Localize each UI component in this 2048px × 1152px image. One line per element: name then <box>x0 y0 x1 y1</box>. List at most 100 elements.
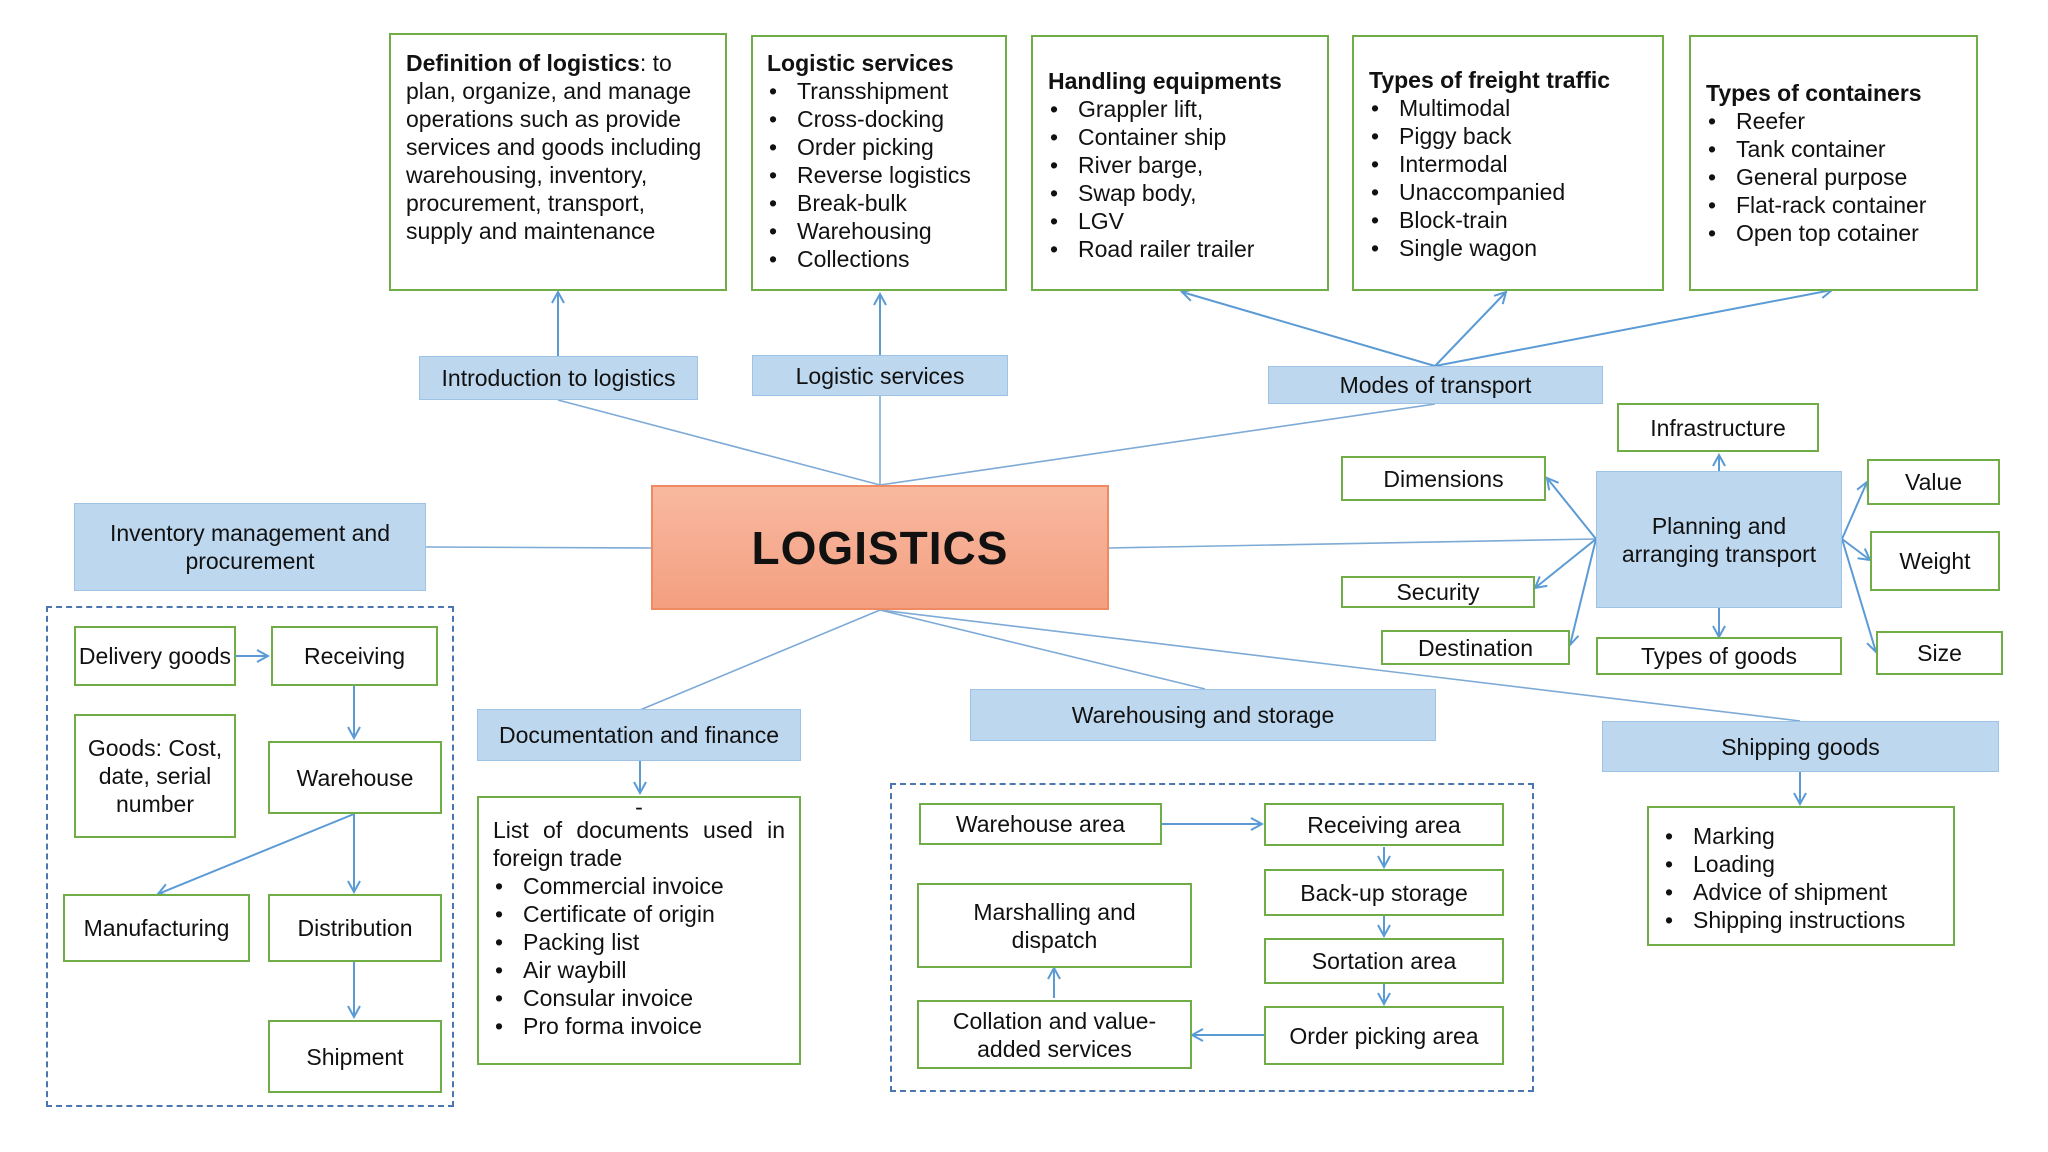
sortation-area: Sortation area <box>1264 938 1504 984</box>
warehouse-flow-frame <box>890 783 1534 1092</box>
topic-logistic-services: Logistic services <box>752 355 1008 396</box>
edge-center-inventory <box>425 546 652 549</box>
topic-modes-of-transport: Modes of transport <box>1268 366 1603 404</box>
topic-shipping: Shipping goods <box>1602 721 1999 772</box>
documents-box: - List of documents used in foreign trad… <box>477 796 801 1065</box>
planning-security: Security <box>1341 576 1535 608</box>
planning-value: Value <box>1867 459 2000 505</box>
list-item: Grappler lift, <box>1048 95 1312 123</box>
list-item: Marking <box>1663 822 1939 850</box>
list-item: Piggy back <box>1369 122 1647 150</box>
topic-documentation-label: Documentation and finance <box>498 722 780 748</box>
list-item: Multimodal <box>1369 94 1647 122</box>
edge-center-warehousing <box>879 609 1206 690</box>
planning-dimensions-label: Dimensions <box>1383 465 1504 492</box>
planning-destination: Destination <box>1381 630 1570 665</box>
inventory-delivery-goods-label: Delivery goods <box>78 643 232 669</box>
inventory-warehouse: Warehouse <box>268 741 442 814</box>
list-item: Commercial invoice <box>493 872 785 900</box>
receiving-area: Receiving area <box>1264 803 1504 846</box>
list-item: Order picking <box>767 133 991 161</box>
list-item: Pro forma invoice <box>493 1012 785 1040</box>
list-item: Air waybill <box>493 956 785 984</box>
planning-infrastructure-label: Infrastructure <box>1650 414 1786 441</box>
inventory-warehouse-label: Warehouse <box>296 764 414 791</box>
list-item: Tank container <box>1706 135 1961 163</box>
topic-shipping-label: Shipping goods <box>1721 733 1880 760</box>
arrow-warehouse-manufacturing <box>158 813 355 894</box>
topic-inventory-label: Inventory management and procurement <box>109 520 390 574</box>
inventory-distribution-label: Distribution <box>297 915 413 941</box>
order-picking-area: Order picking area <box>1264 1006 1504 1065</box>
list-item: Open top cotainer <box>1706 219 1961 247</box>
topic-logistic-services-label: Logistic services <box>795 362 965 389</box>
order-picking-area-label: Order picking area <box>1289 1022 1479 1049</box>
topic-planning-label: Planning and arranging transport <box>1621 512 1817 567</box>
list-item: Block-train <box>1369 206 1647 234</box>
topic-planning: Planning and arranging transport <box>1596 471 1842 608</box>
logistic-services-box: Logistic services Transshipment Cross-do… <box>751 35 1007 291</box>
topic-warehousing-label: Warehousing and storage <box>1071 702 1335 728</box>
edge-center-planning <box>1108 538 1597 549</box>
handling-equipments-box: Handling equipments Grappler lift, Conta… <box>1031 35 1329 291</box>
center-title: LOGISTICS <box>751 521 1009 574</box>
arrow-transport-freight <box>1434 292 1506 367</box>
list-item: Collections <box>767 245 991 273</box>
list-item: Unaccompanied <box>1369 178 1647 206</box>
warehouse-area-label: Warehouse area <box>955 811 1126 837</box>
marshalling-dispatch-label: Marshalling and dispatch <box>973 898 1136 953</box>
inventory-delivery-goods: Delivery goods <box>74 626 236 686</box>
marshalling-dispatch: Marshalling and dispatch <box>917 883 1192 968</box>
definition-box: Definition of logistics: to plan, organi… <box>389 33 727 291</box>
list-item: General purpose <box>1706 163 1961 191</box>
list-item: Container ship <box>1048 123 1312 151</box>
definition-term: Definition of logistics <box>406 50 640 76</box>
list-item: Break-bulk <box>767 189 991 217</box>
planning-weight: Weight <box>1870 531 2000 591</box>
topic-modes-of-transport-label: Modes of transport <box>1339 372 1532 398</box>
arrow-planning-size <box>1841 538 1876 652</box>
collation-services-label: Collation and value-added services <box>952 1007 1157 1062</box>
list-item: Transshipment <box>767 77 991 105</box>
arrow-planning-value <box>1841 482 1867 540</box>
backup-storage: Back-up storage <box>1264 869 1504 916</box>
topic-documentation: Documentation and finance <box>477 709 801 761</box>
arrow-planning-security <box>1535 538 1597 588</box>
arrow-transport-handling <box>1182 292 1436 367</box>
arrow-planning-weight <box>1841 538 1870 560</box>
backup-storage-label: Back-up storage <box>1300 879 1468 906</box>
arrow-transport-containers <box>1434 290 1832 367</box>
planning-destination-label: Destination <box>1417 634 1534 661</box>
inventory-manufacturing: Manufacturing <box>63 894 250 962</box>
containers-title: Types of containers <box>1706 80 1922 106</box>
logistic-services-title: Logistic services <box>767 50 954 76</box>
topic-introduction-label: Introduction to logistics <box>441 365 676 391</box>
shipping-box: Marking Loading Advice of shipment Shipp… <box>1647 806 1955 946</box>
list-item: River barge, <box>1048 151 1312 179</box>
inventory-receiving-label: Receiving <box>304 643 405 669</box>
list-item: LGV <box>1048 207 1312 235</box>
list-item: Flat-rack container <box>1706 191 1961 219</box>
topic-warehousing: Warehousing and storage <box>970 689 1436 741</box>
list-item: Cross-docking <box>767 105 991 133</box>
inventory-manufacturing-label: Manufacturing <box>83 915 230 941</box>
edge-center-intro <box>557 399 881 486</box>
center-node: LOGISTICS <box>651 485 1109 610</box>
planning-value-label: Value <box>1904 469 1963 495</box>
warehouse-area: Warehouse area <box>919 803 1162 845</box>
planning-weight-label: Weight <box>1899 548 1971 574</box>
inventory-flow-frame <box>46 606 454 1107</box>
edge-center-shipping <box>879 609 1801 722</box>
documents-dash: - <box>635 794 643 820</box>
freight-traffic-box: Types of freight traffic Multimodal Pigg… <box>1352 35 1664 291</box>
list-item: Reverse logistics <box>767 161 991 189</box>
list-item: Single wagon <box>1369 234 1647 262</box>
topic-introduction: Introduction to logistics <box>419 356 698 400</box>
list-item: Road railer trailer <box>1048 235 1312 263</box>
inventory-shipment: Shipment <box>268 1020 442 1093</box>
list-item: Certificate of origin <box>493 900 785 928</box>
inventory-goods-info: Goods: Cost, date, serial number <box>74 714 236 838</box>
handling-equipments-title: Handling equipments <box>1048 68 1282 94</box>
inventory-distribution: Distribution <box>268 894 442 962</box>
